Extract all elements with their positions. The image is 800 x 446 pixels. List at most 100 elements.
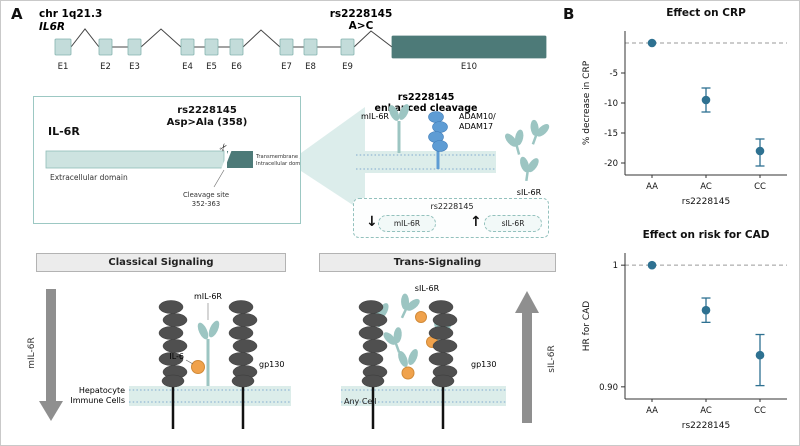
trans-side-label: sIL-6R <box>547 345 557 372</box>
down-arrow-icon: ↓ <box>366 214 378 230</box>
x-axis-label: rs2228145 <box>682 197 730 207</box>
exon-label: E4 <box>182 62 193 72</box>
x-tick-label: CC <box>754 182 766 192</box>
y-axis-label-group: HR for CAD <box>582 301 592 352</box>
gene-locus: chr 1q21.3 <box>39 8 102 20</box>
cleavage-pointer <box>213 169 225 188</box>
il6-ligand <box>415 311 427 323</box>
data-point <box>647 38 657 48</box>
cell-type-label-2: Immune Cells <box>70 396 125 405</box>
gp130-coil <box>158 300 188 388</box>
extracellular-label: Extracellular domain <box>50 173 128 182</box>
data-point <box>647 260 657 270</box>
exon-box <box>279 38 294 56</box>
up-arrow-icon: ↑ <box>470 214 482 230</box>
cleavage-title-1: rs2228145 <box>398 92 455 103</box>
gp130-label: gp130 <box>259 360 284 369</box>
membrane-band <box>341 386 506 406</box>
y-axis-label: % decrease in CRP <box>582 60 592 145</box>
membrane-band <box>129 386 291 406</box>
y-tick-label: 0.90 <box>599 383 618 393</box>
il6-label: IL-6 <box>169 352 184 361</box>
adam-protease <box>428 111 448 169</box>
gp130-label: gp130 <box>471 360 496 369</box>
exon-label: E5 <box>206 62 217 72</box>
data-point <box>701 305 711 315</box>
exon-label: E10 <box>461 62 477 72</box>
sil6r-shape <box>521 116 553 150</box>
x-tick-label: AC <box>700 182 712 192</box>
cleavage-cut <box>220 147 233 172</box>
trans-signaling-diagram: sIL-6R Any Cell gp130 sIL-6R <box>341 284 557 429</box>
protein-bar: ✂ Extracellular domain Transmembrane / I… <box>45 141 301 208</box>
sil6r-shape <box>379 324 411 358</box>
sil6r-label: sIL-6R <box>517 188 542 197</box>
adam-label-1: ADAM10/ <box>459 112 496 121</box>
summary-variant: rs2228145 <box>430 202 474 211</box>
exon-label: E1 <box>58 62 69 72</box>
cleavage-summary-box: rs2228145 ↓ mIL-6R ↑ sIL-6R <box>353 198 549 238</box>
protein-variant: rs2228145 <box>177 105 237 116</box>
cell-type-label: Any Cell <box>344 397 377 406</box>
exon-box <box>229 38 244 56</box>
chart-title: Effect on risk for CAD <box>643 229 770 241</box>
cleavage-site-label-1: Cleavage site <box>183 191 229 199</box>
x-tick-label: AA <box>646 182 658 192</box>
exon-label: E2 <box>100 62 111 72</box>
y-axis-label: HR for CAD <box>582 301 592 352</box>
exon-box <box>391 35 547 59</box>
exon-label: E3 <box>129 62 140 72</box>
il6-ligand <box>191 360 205 374</box>
x-tick-label: AA <box>646 406 658 416</box>
svg-text:sIL-6R: sIL-6R <box>547 345 557 372</box>
svg-text:mIL-6R: mIL-6R <box>27 337 37 369</box>
transmembrane-label-1: Transmembrane / <box>255 154 301 160</box>
gene-variant-allele: A>C <box>349 20 374 32</box>
mil6r-receptor <box>197 320 220 386</box>
adam-label-2: ADAM17 <box>459 122 493 131</box>
y-tick-label: 1 <box>613 261 618 271</box>
cleavage-diagram: rs2228145 enhanced cleavage mIL-6R ADAM1… <box>356 92 553 197</box>
mil6r-label: mIL-6R <box>194 292 222 301</box>
transmembrane-label-2: Intracellular domain <box>256 161 301 167</box>
up-arrow-shaft <box>522 313 532 423</box>
exon-label: E8 <box>305 62 316 72</box>
protein-domain-box: IL-6R rs2228145 Asp>Ala (358) ✂ Extracel… <box>33 96 301 224</box>
bound-sil6r-complex <box>398 348 418 380</box>
up-arrow-head-icon <box>515 291 539 313</box>
cell-type-label-1: Hepatocyte <box>79 386 125 395</box>
exon-label: E6 <box>231 62 242 72</box>
down-arrow-shaft <box>46 289 56 401</box>
y-tick-label: -20 <box>604 159 618 169</box>
trans-signaling-header: Trans-Signaling <box>319 253 556 272</box>
exon-box <box>180 38 195 56</box>
receptor-name: IL-6R <box>48 125 80 138</box>
exon-box <box>127 38 142 56</box>
exon-box <box>340 38 355 56</box>
sil6r-shape <box>501 126 531 159</box>
protein-change: Asp>Ala (358) <box>166 117 248 128</box>
exon-box <box>204 38 219 56</box>
transmembrane-domain-bar <box>227 151 253 168</box>
classical-signaling-header: Classical Signaling <box>36 253 286 272</box>
data-point <box>755 146 765 156</box>
cleavage-site-label-2: 352-363 <box>192 200 220 208</box>
x-tick-label: CC <box>754 406 766 416</box>
gp130-coil <box>228 300 258 388</box>
x-axis-label: rs2228145 <box>682 421 730 431</box>
y-axis-label-group: % decrease in CRP <box>582 60 592 145</box>
exon-box <box>98 38 113 56</box>
sil6r-pill: sIL-6R <box>484 215 542 232</box>
data-point <box>755 350 765 360</box>
label-pointer <box>185 359 194 365</box>
extracellular-domain-bar <box>45 150 225 169</box>
zoom-wedge <box>301 107 365 213</box>
protein-variant-block: rs2228145 Asp>Ala (358) <box>132 105 282 129</box>
sil6r-label: sIL-6R <box>415 284 440 293</box>
data-point <box>701 95 711 105</box>
gene-name: IL6R <box>39 21 65 33</box>
